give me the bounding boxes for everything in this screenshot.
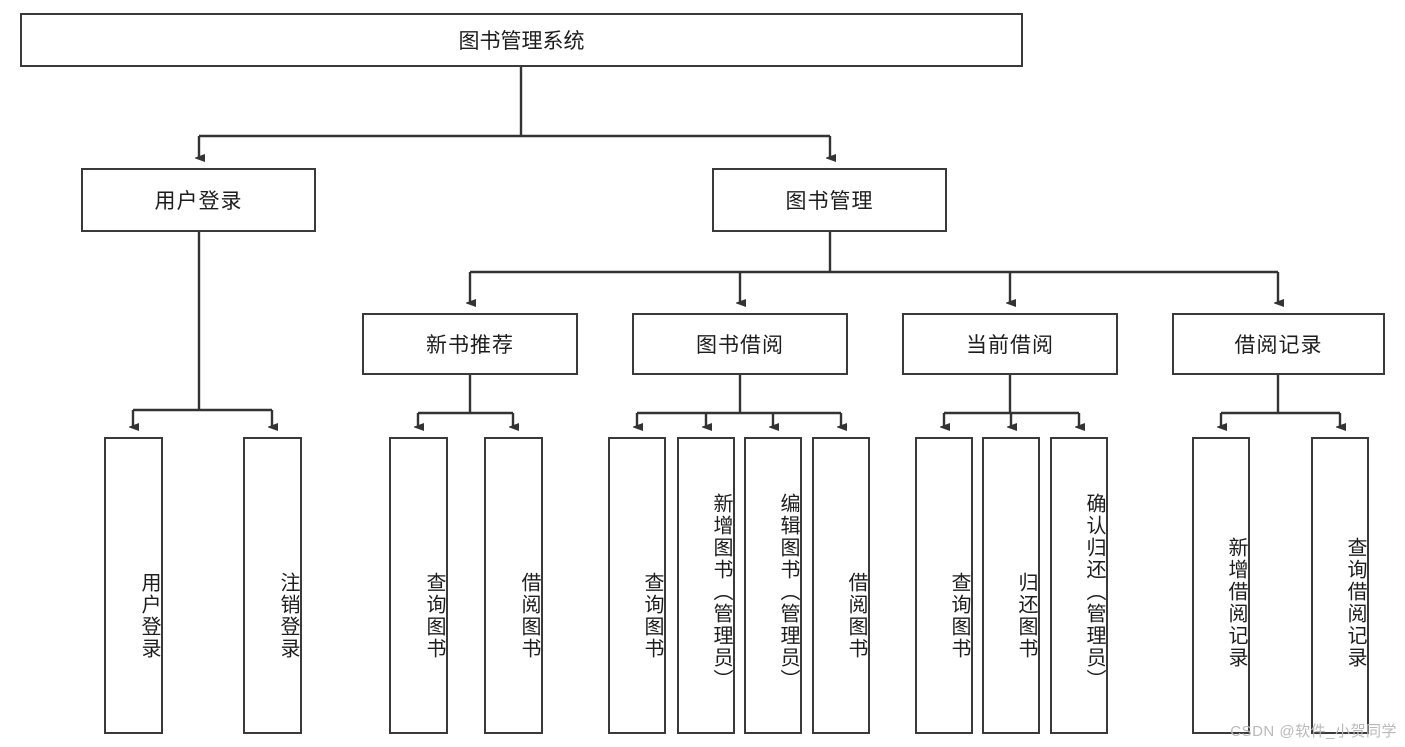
- leaf-query-book-current[interactable]: 查询图书: [915, 437, 973, 734]
- leaf-add-book-admin[interactable]: 新增图书（管理员）: [677, 437, 735, 734]
- node-current-borrow[interactable]: 当前借阅: [902, 313, 1118, 375]
- leaf-query-book-recommend[interactable]: 查询图书: [389, 437, 448, 734]
- watermark-text: CSDN @软件_小贺同学: [1230, 723, 1397, 740]
- node-book-management[interactable]: 图书管理: [712, 168, 947, 232]
- leaf-edit-book-admin[interactable]: 编辑图书（管理员）: [744, 437, 802, 734]
- leaf-query-book-borrow[interactable]: 查询图书: [608, 437, 666, 734]
- leaf-borrow-book[interactable]: 借阅图书: [812, 437, 870, 734]
- leaf-add-borrow-record[interactable]: 新增借阅记录: [1192, 437, 1250, 734]
- node-root[interactable]: 图书管理系统: [20, 13, 1023, 67]
- leaf-confirm-return-admin[interactable]: 确认归还（管理员）: [1050, 437, 1108, 734]
- leaf-return-book[interactable]: 归还图书: [982, 437, 1040, 734]
- leaf-user-login[interactable]: 用户登录: [104, 437, 163, 734]
- leaf-user-logout[interactable]: 注销登录: [243, 437, 302, 734]
- node-borrow-record[interactable]: 借阅记录: [1172, 313, 1385, 375]
- leaf-borrow-book-recommend[interactable]: 借阅图书: [484, 437, 543, 734]
- leaf-query-borrow-record[interactable]: 查询借阅记录: [1311, 437, 1369, 734]
- node-new-book-recommend[interactable]: 新书推荐: [362, 313, 578, 375]
- node-book-borrow[interactable]: 图书借阅: [632, 313, 848, 375]
- node-user-login[interactable]: 用户登录: [81, 168, 316, 232]
